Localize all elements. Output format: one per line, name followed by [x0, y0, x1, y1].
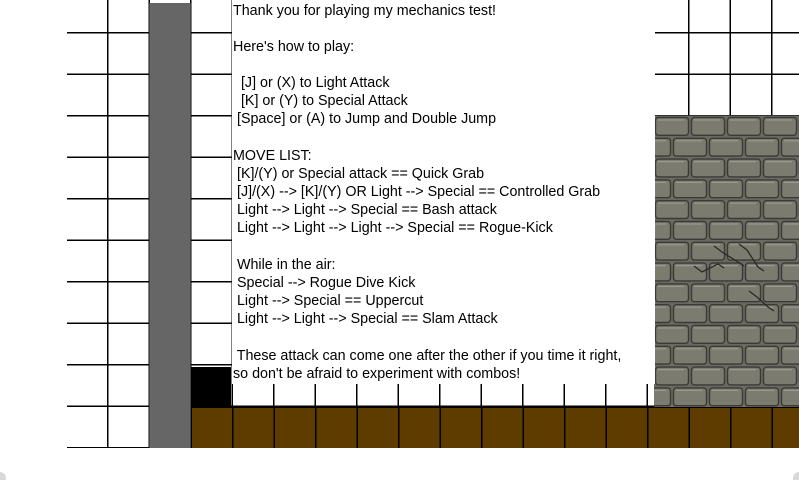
brick	[690, 116, 726, 136]
brick	[780, 387, 799, 407]
instruction-line: Light --> Special == Uppercut	[233, 293, 424, 309]
brick	[726, 116, 762, 136]
brick	[690, 283, 726, 303]
stone-pillar	[149, 3, 191, 448]
brick	[780, 220, 799, 240]
brick	[744, 220, 780, 240]
brick	[780, 137, 799, 157]
instruction-line: [K] or (Y) to Special Attack	[233, 93, 408, 109]
brick	[780, 179, 799, 199]
brick	[654, 283, 690, 303]
brick	[690, 158, 726, 178]
instruction-line: Light --> Light --> Special == Bash atta…	[233, 202, 497, 218]
brick	[672, 345, 708, 365]
brick	[780, 304, 799, 324]
brick	[726, 366, 762, 386]
brick	[654, 241, 690, 261]
brick	[672, 220, 708, 240]
brick	[762, 283, 798, 303]
brick	[654, 158, 690, 178]
brick	[690, 366, 726, 386]
brick	[744, 345, 780, 365]
brick-crack	[738, 243, 765, 272]
brick	[708, 220, 744, 240]
instruction-line: [K]/(Y) or Special attack == Quick Grab	[233, 166, 485, 182]
brick	[654, 220, 672, 240]
brick	[690, 324, 726, 344]
ground-floor	[191, 407, 799, 448]
brick	[762, 199, 798, 220]
brick-crack	[693, 263, 725, 273]
brick	[762, 116, 798, 136]
brick	[708, 345, 744, 365]
brick	[708, 262, 744, 282]
brick	[726, 199, 762, 220]
instruction-line: Here's how to play:	[233, 39, 355, 55]
brick	[654, 304, 672, 324]
brick	[780, 262, 799, 282]
brick	[726, 241, 762, 261]
brick	[654, 137, 672, 157]
window-corner-left	[0, 472, 6, 480]
brick	[672, 303, 708, 324]
instruction-line: Special --> Rogue Dive Kick	[233, 275, 416, 291]
player-character	[191, 367, 231, 407]
brick	[762, 158, 798, 178]
brick	[708, 303, 744, 324]
brick	[744, 262, 780, 282]
instruction-line: These attack can come one after the othe…	[233, 348, 622, 364]
brick	[654, 324, 690, 344]
brick	[672, 137, 708, 157]
brick	[654, 179, 672, 199]
brick	[744, 137, 780, 157]
brick	[744, 179, 780, 199]
brick	[762, 241, 798, 261]
brick	[708, 137, 744, 157]
brick	[762, 366, 798, 386]
instruction-line: Light --> Light --> Light --> Special ==…	[233, 220, 553, 236]
bottom-margin	[0, 448, 799, 480]
brick	[654, 345, 672, 365]
brick	[708, 387, 744, 407]
brick-crack	[713, 245, 745, 267]
brick	[762, 324, 798, 344]
instruction-line: MOVE LIST:	[233, 148, 312, 164]
instruction-line: so don't be afraid to experiment with co…	[233, 366, 521, 382]
brick	[726, 324, 762, 344]
brick	[726, 158, 762, 178]
brick	[672, 262, 708, 282]
brick	[726, 283, 762, 303]
brick	[654, 116, 690, 136]
brick	[654, 387, 672, 407]
instruction-line: Thank you for playing my mechanics test!	[233, 3, 497, 19]
brick-wall	[654, 115, 799, 408]
brick-wall-graphic	[654, 116, 799, 407]
instruction-line: [J] or (X) to Light Attack	[233, 75, 390, 91]
brick	[744, 387, 780, 407]
instruction-line: While in the air:	[233, 257, 336, 273]
brick	[708, 179, 744, 199]
instruction-line: [J]/(X) --> [K]/(Y) OR Light --> Special…	[233, 184, 601, 200]
brick	[780, 345, 799, 365]
brick	[654, 262, 672, 282]
instructions-panel: Thank you for playing my mechanics test!…	[232, 0, 655, 384]
brick	[654, 199, 690, 220]
brick	[690, 199, 726, 220]
window-corner-right	[793, 472, 799, 480]
brick-crack	[748, 290, 775, 312]
instruction-line: Light --> Light --> Special == Slam Atta…	[233, 311, 498, 327]
brick	[654, 366, 690, 386]
brick	[672, 179, 708, 199]
brick	[672, 387, 708, 407]
instruction-line: [Space] or (A) to Jump and Double Jump	[233, 111, 497, 127]
brick	[690, 241, 726, 261]
